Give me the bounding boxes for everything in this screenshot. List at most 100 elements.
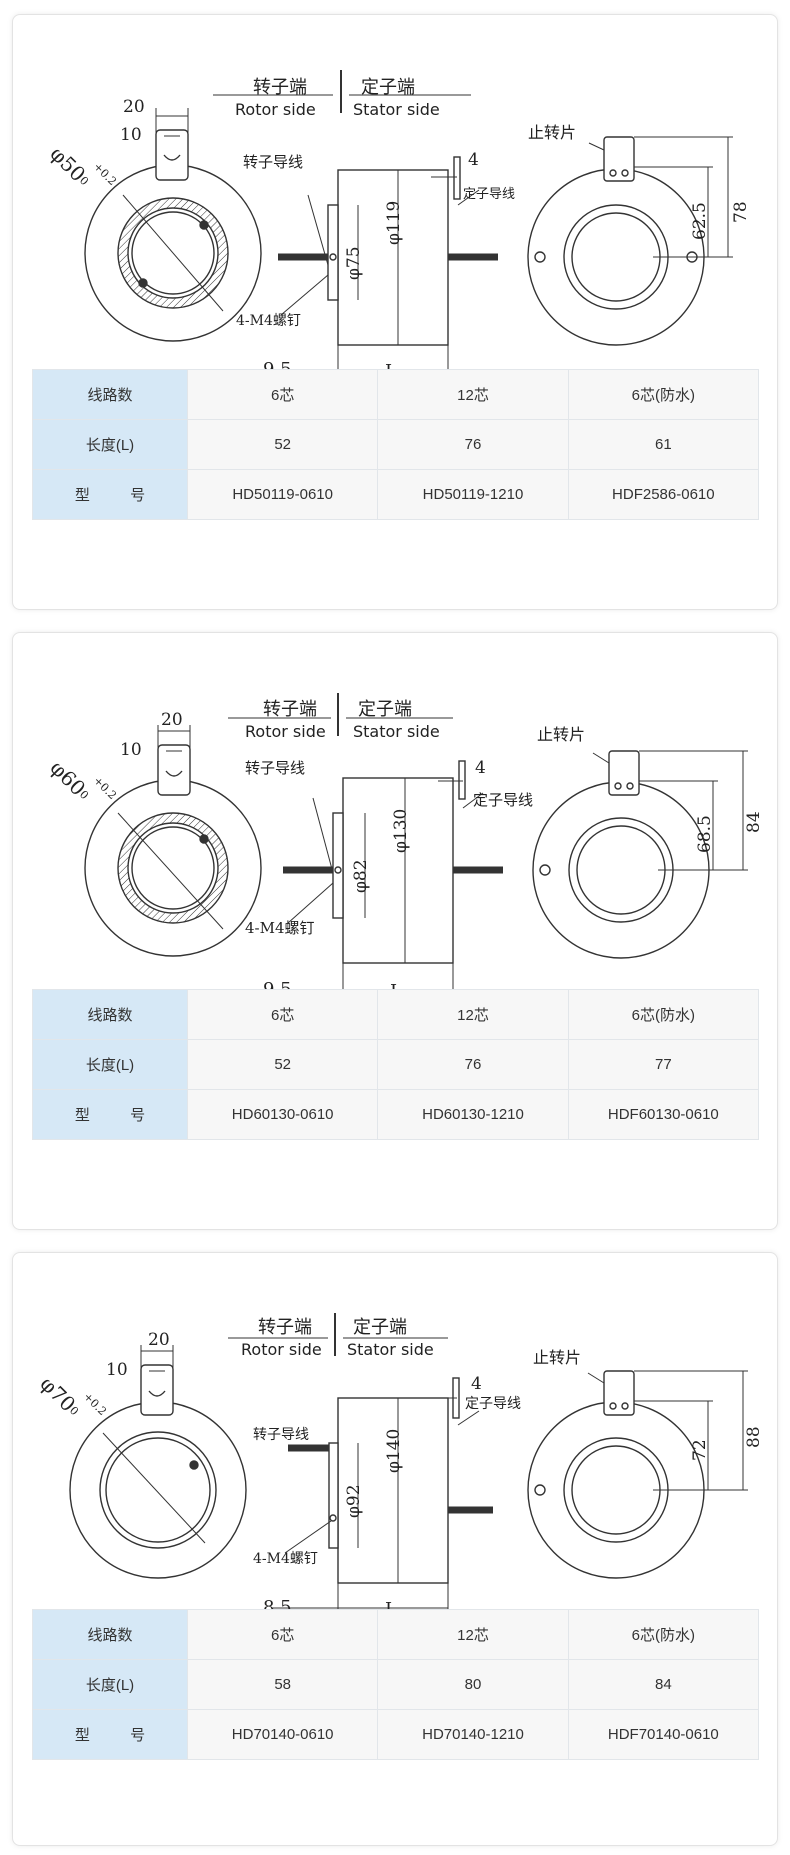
rotor-lead-label: 转子导线	[245, 759, 305, 777]
dim-20: 20	[123, 97, 145, 117]
dim-20: 20	[161, 710, 183, 730]
product-card-3: 转子端 定子端 Rotor side Stator side 20 10 φ70…	[12, 1252, 778, 1846]
stator-side-en: Stator side	[347, 1340, 434, 1359]
table-cell: HDF70140-0610	[567, 1709, 760, 1760]
table-cell: 6芯(防水)	[567, 369, 760, 420]
dim-d-outer: φ119	[384, 201, 404, 245]
rotor-side-zh: 转子端	[258, 1317, 312, 1338]
stator-side-en: Stator side	[353, 100, 440, 119]
row-header-length: 长度(L)	[32, 419, 188, 470]
dim-d-inner: φ75	[344, 246, 364, 280]
table-row-channels: 线路数 6芯 12芯 6芯(防水)	[32, 369, 760, 420]
table-row-channels: 线路数 6芯 12芯 6芯(防水)	[32, 989, 760, 1040]
slip-ring-drawing-1: 转子端 定子端 Rotor side Stator side 20 10 φ50…	[45, 70, 751, 382]
product-card-2: 转子端 定子端 Rotor side Stator side 20 10 φ60…	[12, 632, 778, 1230]
table-cell: 12芯	[377, 1609, 569, 1660]
dim-d-inner: φ92	[344, 1484, 364, 1518]
table-cell: 52	[186, 1039, 379, 1090]
screws-label: 4-M4螺钉	[253, 1551, 318, 1567]
table-cell: 52	[186, 419, 379, 470]
row-header-length: 长度(L)	[32, 1039, 188, 1090]
table-cell: 80	[377, 1659, 569, 1710]
stator-lead-label: 定子导线	[465, 1396, 521, 1412]
rotor-side-zh: 转子端	[253, 77, 307, 98]
table-cell: 77	[567, 1039, 760, 1090]
spec-table-2: 线路数 6芯 12芯 6芯(防水) 长度(L) 52 76 77 型 号 HD6…	[32, 989, 760, 1140]
dim-h1: 72	[690, 1439, 710, 1461]
table-cell: 6芯	[186, 989, 379, 1040]
table-cell: HD70140-1210	[377, 1709, 569, 1760]
dim-10: 10	[106, 1360, 128, 1380]
dim-d-inner: φ82	[351, 859, 371, 893]
dim-d-outer: φ130	[391, 809, 411, 853]
tol-upper: +0.2	[91, 774, 119, 802]
rotor-side-en: Rotor side	[241, 1340, 322, 1359]
row-header-model: 型 号	[32, 1089, 188, 1140]
table-cell: 84	[567, 1659, 760, 1710]
dim-h2: 84	[744, 811, 764, 833]
table-cell: 6芯(防水)	[567, 1609, 760, 1660]
row-header-model: 型 号	[32, 1709, 188, 1760]
stop-tab-label: 止转片	[537, 725, 585, 744]
spec-table-1: 线路数 6芯 12芯 6芯(防水) 长度(L) 52 76 61 型 号 HD5…	[32, 369, 760, 520]
dim-tab: 4	[468, 150, 479, 170]
row-header-model: 型 号	[32, 469, 188, 520]
table-cell: 12芯	[377, 989, 569, 1040]
stator-side-zh: 定子端	[361, 77, 415, 98]
table-cell: 58	[186, 1659, 379, 1710]
table-cell: 6芯	[186, 1609, 379, 1660]
dim-d-outer: φ140	[384, 1429, 404, 1473]
dim-h1: 62.5	[690, 202, 710, 240]
row-header-channels: 线路数	[32, 989, 188, 1040]
stator-lead-label: 定子导线	[473, 791, 533, 809]
table-row-model: 型 号 HD70140-0610 HD70140-1210 HDF70140-0…	[32, 1709, 760, 1760]
slip-ring-drawing-2: 转子端 定子端 Rotor side Stator side 20 10 φ60…	[45, 693, 764, 1002]
row-header-model-text: 型 号	[74, 1727, 164, 1744]
row-header-model-text: 型 号	[74, 487, 164, 504]
table-row-length: 长度(L) 52 76 77	[32, 1039, 760, 1090]
table-cell: HD70140-0610	[186, 1709, 379, 1760]
table-cell: HD50119-0610	[186, 469, 379, 520]
screws-label: 4-M4螺钉	[236, 313, 301, 329]
stop-tab-label: 止转片	[533, 1348, 581, 1367]
row-header-model-text: 型 号	[74, 1107, 164, 1124]
table-cell: 6芯(防水)	[567, 989, 760, 1040]
dim-h1: 68.5	[695, 815, 715, 853]
rotor-lead-label: 转子导线	[243, 153, 303, 171]
table-cell: HD60130-0610	[186, 1089, 379, 1140]
row-header-length: 长度(L)	[32, 1659, 188, 1710]
table-row-model: 型 号 HD50119-0610 HD50119-1210 HDF2586-06…	[32, 469, 760, 520]
dim-tab: 4	[475, 758, 486, 778]
stator-lead-label: 定子导线	[463, 187, 515, 202]
product-card-1: 转子端 定子端 Rotor side Stator side 20 10 φ50…	[12, 14, 778, 610]
table-row-model: 型 号 HD60130-0610 HD60130-1210 HDF60130-0…	[32, 1089, 760, 1140]
table-cell: 76	[377, 419, 569, 470]
row-header-channels: 线路数	[32, 1609, 188, 1660]
stator-side-zh: 定子端	[353, 1317, 407, 1338]
tol-upper: +0.2	[91, 160, 119, 188]
spec-table-3: 线路数 6芯 12芯 6芯(防水) 长度(L) 58 80 84 型 号 HD7…	[32, 1609, 760, 1760]
dim-h2: 78	[731, 201, 751, 223]
rotor-lead-label: 转子导线	[253, 1427, 309, 1443]
table-cell: HD60130-1210	[377, 1089, 569, 1140]
table-row-channels: 线路数 6芯 12芯 6芯(防水)	[32, 1609, 760, 1660]
table-cell: HD50119-1210	[377, 469, 569, 520]
dim-20: 20	[148, 1330, 170, 1350]
table-cell: HDF60130-0610	[567, 1089, 760, 1140]
dim-10: 10	[120, 125, 142, 145]
table-cell: 12芯	[377, 369, 569, 420]
table-cell: 61	[567, 419, 760, 470]
table-cell: 6芯	[186, 369, 379, 420]
rotor-side-zh: 转子端	[263, 699, 317, 720]
stop-tab-label: 止转片	[528, 123, 576, 142]
slip-ring-drawing-3: 转子端 定子端 Rotor side Stator side 20 10 φ70…	[35, 1313, 764, 1620]
stator-side-en: Stator side	[353, 722, 440, 741]
stator-side-zh: 定子端	[358, 699, 412, 720]
tol-upper: +0.2	[81, 1390, 109, 1418]
table-cell: HDF2586-0610	[567, 469, 760, 520]
row-header-channels: 线路数	[32, 369, 188, 420]
table-row-length: 长度(L) 58 80 84	[32, 1659, 760, 1710]
rotor-side-en: Rotor side	[245, 722, 326, 741]
table-cell: 76	[377, 1039, 569, 1090]
dim-h2: 88	[744, 1426, 764, 1448]
